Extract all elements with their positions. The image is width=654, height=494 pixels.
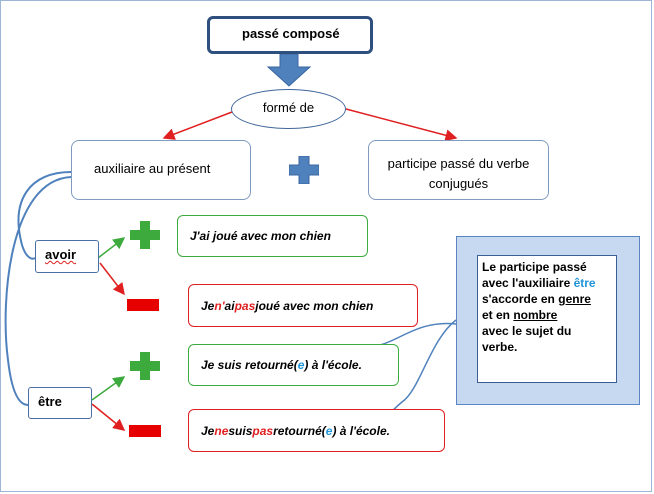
s2-b: n' — [214, 298, 225, 313]
s3-a: Je suis retourné( — [201, 358, 298, 372]
s2-e: joué avec mon chien — [255, 298, 374, 313]
rule-l4b: nombre — [513, 308, 558, 322]
sentence-etre-negative: Je ne suis pas retourné(e) à l'école. — [188, 409, 445, 452]
sentence-avoir-positive: J'ai joué avec mon chien — [177, 215, 368, 257]
s4-f: e — [325, 423, 333, 438]
rule-l2a: avec l'auxiliaire — [482, 276, 574, 290]
rule-line6: verbe. — [482, 340, 518, 354]
s4-c: suis — [228, 423, 253, 438]
etre-box: être — [28, 387, 92, 419]
rule-line2: avec l'auxiliaire être — [482, 275, 616, 291]
forme-de-label: formé de — [262, 100, 315, 115]
forme-de-ellipse: formé de — [231, 89, 346, 129]
rule-l4a: et en — [482, 308, 514, 322]
auxiliaire-box: auxiliaire au présent — [71, 140, 251, 200]
title-box: passé composé — [207, 16, 373, 54]
s3-b: e — [297, 358, 305, 372]
down-arrow — [266, 53, 312, 87]
title: passé composé — [242, 26, 340, 41]
plus-icon-avoir — [130, 221, 160, 249]
s2-a: Je — [201, 298, 215, 313]
etre-label: être — [38, 394, 62, 409]
avoir-box: avoir — [35, 240, 99, 273]
s2-c: ai — [224, 298, 235, 313]
avoir-label: avoir — [45, 247, 77, 262]
arrow-to-participe — [345, 108, 458, 142]
rule-l3b: genre — [558, 292, 591, 306]
arrow-to-auxiliaire — [162, 111, 233, 140]
participe-box: participe passé du verbe conjugués — [368, 140, 549, 200]
s4-a: Je — [201, 423, 215, 438]
sentence-avoir-negative: Je n'ai pas joué avec mon chien — [188, 284, 418, 327]
participe-line1: participe passé du verbe — [387, 156, 530, 171]
minus-icon-etre — [129, 425, 161, 437]
rule-l2b: être — [573, 276, 596, 290]
participe-line2: conjugués — [428, 176, 489, 191]
plus-icon-center — [289, 156, 319, 184]
rule-box: Le participe passé avec l'auxiliaire êtr… — [477, 255, 617, 383]
rule-l3a: s'accorde en — [482, 292, 559, 306]
plus-icon-etre — [130, 352, 160, 380]
s4-g: ) à l'école. — [332, 423, 390, 438]
s3-c: ) à l'école. — [304, 358, 362, 372]
curve-to-s3 — [379, 322, 457, 346]
s4-d: pas — [252, 423, 274, 438]
auxiliaire-label: auxiliaire au présent — [94, 161, 211, 176]
s4-e: retourné( — [273, 423, 326, 438]
curve-avoir — [17, 171, 72, 260]
rule-line1: Le participe passé — [482, 260, 587, 274]
curve-etre — [4, 176, 72, 406]
s4-b: ne — [214, 423, 229, 438]
sentence-etre-positive: Je suis retourné(e) à l'école. — [188, 344, 399, 386]
s1-text: J'ai joué avec mon chien — [190, 229, 331, 243]
rule-line5: avec le sujet du — [482, 324, 572, 338]
minus-icon-avoir — [127, 299, 159, 311]
s2-d: pas — [234, 298, 256, 313]
rule-line3: s'accorde en genre — [482, 291, 616, 307]
rule-line4: et en nombre — [482, 307, 616, 323]
